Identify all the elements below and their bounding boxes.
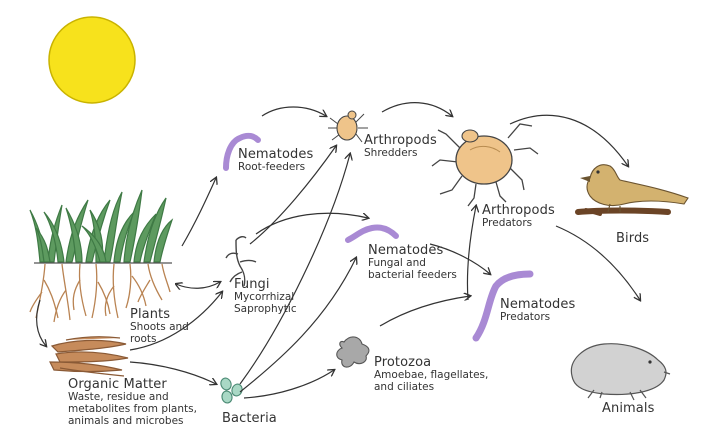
fungi-sub-1: Mycorrhizal <box>234 291 295 303</box>
nematodes-root-title: Nematodes <box>238 147 314 162</box>
arrow-bacteria-to-protozoa <box>243 370 334 399</box>
protozoa-title: Protozoa <box>374 355 432 370</box>
label-bacteria: Bacteria <box>222 412 277 425</box>
fungi-sub-2: Saprophytic <box>234 303 297 315</box>
arthropod-predator-icon <box>431 123 539 207</box>
label-nematodes-root-feeders: Nematodes Root-feeders <box>238 148 313 173</box>
arrow-nematodes-predators-to-arthropods-predators <box>466 206 476 301</box>
fungi-icon <box>225 235 257 287</box>
arrow-bacteria-to-arthropods-shredders <box>239 154 350 385</box>
arrow-protozoa-to-nematodes-predators <box>379 296 470 327</box>
label-animals: Animals <box>602 402 654 415</box>
arthropods-shredders-sub: Shredders <box>364 147 418 159</box>
arrow-fungi-to-nematodes-fungal <box>255 213 368 235</box>
animals-title: Animals <box>602 401 655 416</box>
plants-title: Plants <box>130 307 171 322</box>
birds-title: Birds <box>616 231 650 246</box>
nematode-fungal-feeder-icon <box>345 224 399 243</box>
arrow-plants-fungi <box>176 282 220 288</box>
organic-matter-title: Organic Matter <box>68 377 167 392</box>
plants-sub-2: roots <box>130 333 157 345</box>
bacteria-title: Bacteria <box>222 411 277 426</box>
nematodes-fungal-title: Nematodes <box>368 243 444 258</box>
food-web-arrows <box>36 102 640 399</box>
mole-icon <box>570 343 671 401</box>
nematode-root-feeder-icon <box>223 132 261 171</box>
bacteria-icon <box>220 377 243 404</box>
label-arthropods-predators: Arthropods Predators <box>482 204 555 229</box>
plants-icon <box>29 189 174 323</box>
arrow-nematodes-root-to-arthropods <box>261 106 326 116</box>
nematodes-predators-sub: Predators <box>500 311 551 323</box>
arrow-fungi-to-arthropods-shredders <box>249 146 336 245</box>
organic-matter-sub-3: animals and microbes <box>68 415 184 427</box>
arrow-arthropods-predators-to-animals <box>555 225 640 300</box>
arrow-organic-matter-to-bacteria <box>129 361 216 384</box>
organic-matter-sub-1: Waste, residue and <box>68 391 169 403</box>
arrow-plants-to-nematodes-root <box>181 178 216 247</box>
arthropods-shredders-title: Arthropods <box>364 133 437 148</box>
protozoa-sub-1: Amoebae, flagellates, <box>374 369 489 381</box>
sun-icon <box>48 16 136 104</box>
arrow-bacteria-to-nematodes-fungal <box>239 258 356 393</box>
label-arthropods-shredders: Arthropods Shredders <box>364 134 437 159</box>
label-organic-matter: Organic Matter Waste, residue and metabo… <box>68 378 197 427</box>
label-plants: Plants Shoots and roots <box>130 308 189 345</box>
protozoa-sub-2: and ciliates <box>374 381 435 393</box>
label-nematodes-predators: Nematodes Predators <box>500 298 575 323</box>
nematodes-predators-title: Nematodes <box>500 297 576 312</box>
bird-icon <box>575 164 689 216</box>
nematodes-fungal-sub-1: Fungal and <box>368 257 426 269</box>
label-protozoa: Protozoa Amoebae, flagellates, and cilia… <box>374 356 488 393</box>
organic-matter-sub-2: metabolites from plants, <box>68 403 197 415</box>
nematodes-fungal-sub-2: bacterial feeders <box>368 269 457 281</box>
arthropods-predators-sub: Predators <box>482 217 533 229</box>
arrow-plants-to-organic-matter <box>36 299 46 346</box>
label-nematodes-fungal-bacterial: Nematodes Fungal and bacterial feeders <box>368 244 457 281</box>
arthropods-predators-title: Arthropods <box>482 203 555 218</box>
organic-matter-icon <box>49 336 129 377</box>
fungi-title: Fungi <box>234 277 270 292</box>
nematode-predator-icon <box>472 270 534 342</box>
arrow-nematodes-fungal-to-predators <box>429 243 490 274</box>
protozoa-icon <box>336 336 370 368</box>
plants-sub-1: Shoots and <box>130 321 189 333</box>
label-birds: Birds <box>616 232 649 245</box>
arrow-arthropods-shredders-to-predators <box>381 102 452 116</box>
nematodes-root-sub: Root-feeders <box>238 161 306 173</box>
arrow-organic-matter-to-fungi <box>129 292 222 351</box>
label-fungi: Fungi Mycorrhizal Saprophytic <box>234 278 297 315</box>
arrow-arthropods-predators-to-birds <box>509 114 628 166</box>
arthropod-shredder-icon <box>328 110 368 143</box>
